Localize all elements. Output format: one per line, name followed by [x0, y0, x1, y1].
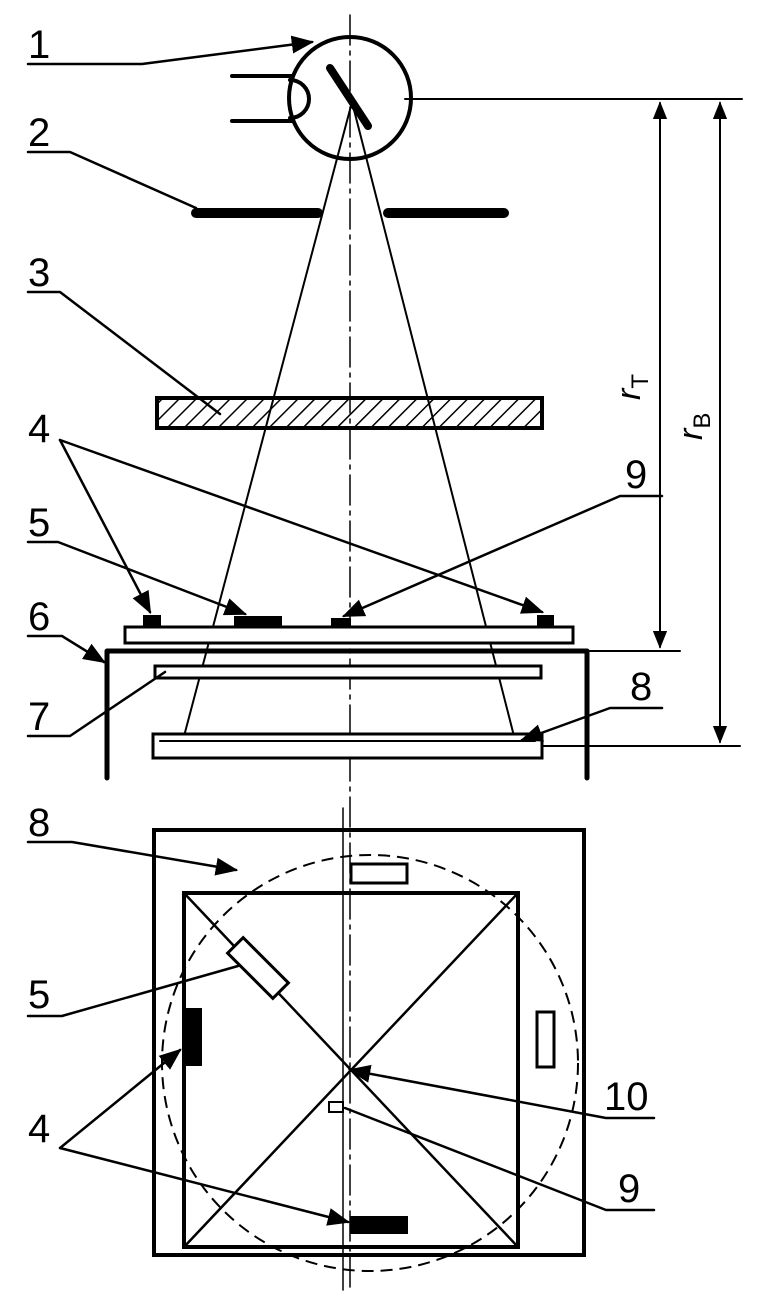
xray-tube	[230, 35, 413, 161]
leader-8-plan	[26, 840, 239, 876]
leader-5-side	[26, 540, 248, 616]
leader-4-plan-bottom	[58, 1146, 351, 1226]
leader-4-right	[58, 438, 545, 614]
leader-4-left	[58, 438, 152, 614]
leader-7	[26, 670, 167, 738]
label-4-side: 4	[28, 407, 50, 451]
leader-9-plan	[343, 1106, 656, 1212]
leader-10	[347, 1064, 656, 1120]
marker-5	[234, 616, 282, 627]
leader-9-side	[341, 494, 664, 618]
leader-6	[26, 634, 106, 664]
label-9-side: 9	[625, 453, 647, 497]
label-1: 1	[28, 23, 50, 67]
plan-marker-9	[328, 1101, 344, 1113]
label-10: 10	[604, 1075, 649, 1119]
label-3: 3	[28, 251, 50, 295]
marker-4-left	[143, 615, 161, 628]
plan-outer-square	[152, 828, 586, 1257]
plan-marker-right	[535, 1010, 556, 1069]
label-2: 2	[28, 111, 50, 155]
object-plate	[123, 625, 575, 645]
film-8	[151, 732, 544, 760]
leader-4-plan-left	[58, 1048, 182, 1150]
plan-marker-5	[225, 935, 291, 1001]
label-5-plan: 5	[28, 973, 50, 1017]
leader-1	[26, 35, 315, 66]
marker-4-right	[537, 615, 554, 628]
leader-5-plan	[26, 964, 240, 1018]
label-9-plan: 9	[618, 1167, 640, 1211]
anode-target	[326, 64, 372, 130]
label-8-plan: 8	[28, 801, 50, 845]
label-5-side: 5	[28, 501, 50, 545]
leader-8-side	[519, 706, 664, 742]
plan-marker-top	[349, 862, 409, 885]
leader-2	[26, 150, 198, 210]
label-6: 6	[28, 595, 50, 639]
dimension-rt-label: rT	[610, 374, 654, 400]
leader-3	[26, 290, 222, 416]
plan-inner-square	[182, 891, 520, 1249]
plan-marker-4-left	[184, 1008, 202, 1066]
label-4-plan: 4	[28, 1107, 50, 1151]
screen-7	[153, 664, 543, 680]
cassette-housing	[104, 648, 590, 781]
dimension-rb-label: rB	[672, 413, 716, 440]
plan-marker-4-bottom	[350, 1216, 408, 1234]
label-7: 7	[28, 695, 50, 739]
plan-dashed-circle	[161, 854, 579, 1272]
filter-plate	[155, 396, 544, 430]
label-8-side: 8	[630, 665, 652, 709]
marker-9	[331, 618, 351, 628]
